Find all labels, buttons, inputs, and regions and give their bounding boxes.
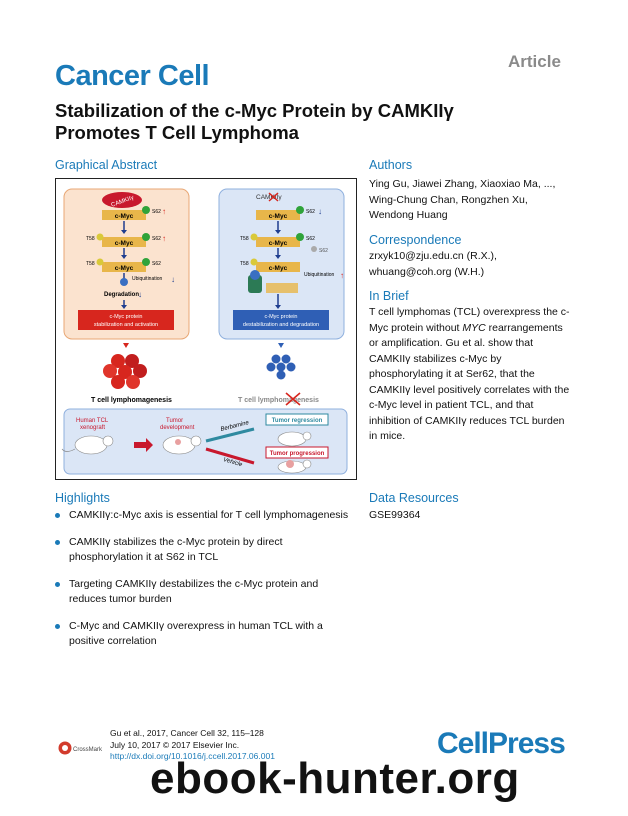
destabilization-result-box (233, 310, 329, 330)
email-link-1[interactable]: zrxyk10@zju.edu.cn (R.X.), (369, 250, 497, 262)
authors-list: Ying Gu, Jiawei Zhang, Xiaoxiao Ma, ...,… (369, 178, 556, 221)
right-s62-label-2: S62 (306, 236, 315, 242)
vehicle-label: Vehicle (222, 457, 243, 468)
camkii-enzyme-shape (102, 192, 142, 208)
left-caption: T cell lymphomagenesis (91, 397, 172, 404)
highlight-item: CAMKIIγ stabilizes the c-Myc protein by … (55, 535, 355, 566)
right-cmyc-label-3: c-Myc (269, 265, 288, 272)
svg-text:CrossMark: CrossMark (73, 747, 103, 753)
paper-title: Stabilization of the c-Myc Protein by CA… (55, 100, 454, 143)
citation-line-1: Gu et al., 2017, Cancer Cell 32, 115–128 (110, 728, 264, 738)
in-brief-gene-name: MYC (462, 321, 486, 334)
left-cmyc-stack: c-Myc S62 ↑ c-Myc T58 S62 ↑ c-Myc T58 S6… (86, 206, 175, 309)
down-arrow-icon: ↓ (138, 290, 142, 299)
highlight-item: CAMKIIγ:c-Myc axis is essential for T ce… (55, 508, 355, 524)
highlights-heading: Highlights (55, 491, 110, 505)
progression-box (265, 446, 329, 459)
doi-link[interactable]: http://dx.doi.org/10.1016/j.ccell.2017.0… (110, 751, 275, 761)
svg-text:xenograft: xenograft (80, 425, 105, 431)
regression-label: Tumor regression (272, 418, 323, 424)
in-brief-part-1: T cell lymphomas (TCL) overexpress the c… (369, 306, 570, 334)
highlight-item: Targeting CAMKIIγ destabilizes the c-Myc… (55, 577, 355, 608)
vehicle-arrow (205, 447, 255, 465)
left-cmyc-label-1: c-Myc (115, 213, 134, 220)
left-s62-label-2: S62 (152, 236, 161, 242)
in-brief-text: T cell lymphomas (TCL) overexpress the c… (369, 305, 574, 445)
mouse-icon (61, 435, 114, 455)
in-brief-part-2: rearrangements or amplification. Gu et a… (369, 321, 570, 443)
right-arrow-icon (134, 438, 153, 452)
highlights-list: CAMKIIγ:c-Myc axis is essential for T ce… (55, 508, 355, 661)
svg-text:development: development (160, 425, 195, 431)
right-cmyc-label-1: c-Myc (269, 213, 288, 220)
stabilization-result-text: c-Myc protein (109, 314, 142, 320)
xenograft-label: Human TCL (76, 418, 109, 424)
article-type-tag: Article (508, 52, 561, 71)
svg-text:stabilization and activation: stabilization and activation (94, 322, 158, 328)
down-arrow-icon: ↓ (171, 275, 175, 284)
email-link-2[interactable]: whuang@coh.org (W.H.) (369, 265, 485, 278)
highlight-item: C-Myc and CAMKIIγ overexpress in human T… (55, 619, 355, 650)
right-s62-label-1: S62 (306, 209, 315, 215)
data-resources-heading: Data Resources (369, 491, 459, 505)
left-degradation-label: Degradation (104, 292, 139, 298)
right-ubiquitination-label: Ubiquitination (304, 272, 335, 278)
mouse-tumor-icon (162, 435, 202, 455)
berbamine-arrow (205, 427, 255, 443)
right-s62-released-label: S62 (319, 248, 328, 254)
left-s62-label-1: S62 (152, 209, 161, 215)
up-arrow-icon: ↑ (162, 207, 166, 216)
citation-line-2: July 10, 2017 © 2017 Elsevier Inc. (110, 739, 240, 750)
geo-accession-link[interactable]: GSE99364 (369, 509, 421, 521)
up-arrow-icon: ↑ (162, 234, 166, 243)
up-arrow-icon: ↑ (340, 271, 344, 280)
tumor-cluster-icon (103, 343, 147, 389)
left-s62-label-3: S62 (152, 261, 161, 267)
left-cmyc-label-3: c-Myc (115, 265, 134, 272)
cellpress-logo: CellPress (437, 727, 566, 760)
correspondence-heading: Correspondence (369, 233, 462, 247)
in-brief-heading: In Brief (369, 289, 409, 303)
destabilization-result-text: c-Myc protein (264, 314, 297, 320)
left-t58-label-1: T58 (86, 236, 95, 242)
left-ubiquitination-label: Ubiquitination (132, 276, 163, 282)
right-cmyc-label-2: c-Myc (269, 240, 288, 247)
progression-label: Tumor progression (270, 451, 325, 457)
small-cell-cluster-icon (266, 343, 296, 380)
mouse-regressed-icon (277, 431, 312, 447)
graphical-abstract-figure: CAMKIIγ c-Myc S62 ↑ c-Myc T58 S62 ↑ c-My… (55, 178, 357, 480)
watermark: ebook-hunter.org (150, 754, 520, 803)
right-cmyc-stack: c-Myc S62 ↓ c-Myc T58 S62 c-Myc T58 S62 … (240, 206, 344, 309)
graphical-abstract-heading: Graphical Abstract (55, 158, 158, 172)
down-arrow-icon: ↓ (318, 207, 322, 216)
stabilization-result-box (78, 310, 174, 330)
correspondence-block: zrxyk10@zju.edu.cn (R.X.), whuang@coh.or… (369, 249, 569, 280)
journal-title: Cancer Cell (55, 60, 210, 92)
svg-text:destabilization and degradatio: destabilization and degradation (243, 322, 319, 328)
right-enzyme-label: CAMKIIγ (256, 194, 282, 201)
citation-block: Gu et al., 2017, Cancer Cell 32, 115–128… (110, 728, 275, 763)
right-t58-label-1: T58 (240, 236, 249, 242)
right-caption: T cell lymphomagenesis (238, 397, 319, 404)
left-cmyc-label-2: c-Myc (115, 240, 134, 247)
development-label: Tumor (166, 418, 183, 424)
regression-box (265, 413, 329, 426)
right-t58-label-2: T58 (240, 261, 249, 267)
authors-heading: Authors (369, 158, 413, 172)
mouse-large-tumor-icon (277, 459, 312, 474)
crossmark-logo-icon[interactable]: CrossMark (57, 740, 107, 756)
left-t58-label-2: T58 (86, 261, 95, 267)
